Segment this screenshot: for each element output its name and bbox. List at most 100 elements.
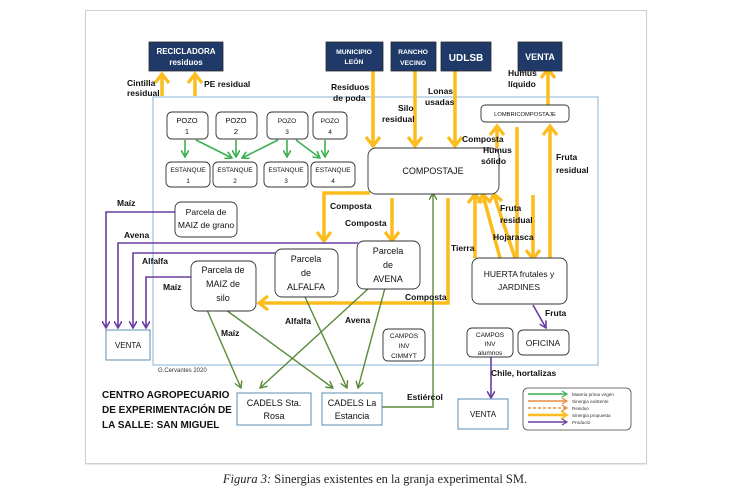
pozo-boxes xyxy=(166,111,348,140)
alfalfa-node: Parcela de ALFALFA xyxy=(274,248,339,298)
label-composta-3: Composta xyxy=(405,292,447,302)
cimmyt-line3: CIMMYT xyxy=(391,353,417,360)
label-estiercol: Estiércol xyxy=(407,392,443,402)
maiz-grano-line2: MAIZ de grano xyxy=(178,220,234,230)
recicladora-line2: residuos xyxy=(169,58,203,67)
credit-label: G.Cervantes 2020 xyxy=(158,368,207,374)
label-alfalfa-3: Alfalfa xyxy=(285,316,311,326)
label-avena-out: Avena xyxy=(124,230,149,240)
avena-line3: AVENA xyxy=(373,274,403,284)
label-humus-solido-1: Humus xyxy=(483,145,512,155)
arrowhead xyxy=(315,231,333,244)
label-fruta-r-1: Fruta xyxy=(556,152,578,162)
municipio-line2: LEÓN xyxy=(345,57,364,66)
crop-flows xyxy=(206,193,433,408)
estanque-3 xyxy=(263,161,309,188)
cadels-estancia-node: CADELS La Estancia xyxy=(321,392,383,426)
venta-left-label: VENTA xyxy=(115,341,142,350)
farm-boundary xyxy=(152,96,599,366)
pozo-labels: POZO 1 POZO 2 POZO 3 POZO 4 xyxy=(176,116,339,136)
alumnos-line1: CAMPOS xyxy=(476,332,505,339)
alfalfa-line2: de xyxy=(301,268,311,278)
label-fruta-m-2: residual xyxy=(500,215,533,225)
label-humus-liquido-1: Humus xyxy=(508,68,537,78)
label-avena-3: Avena xyxy=(345,315,370,325)
maiz-silo-line3: silo xyxy=(216,293,230,303)
recicladora-line1: RECICLADORA xyxy=(156,47,215,56)
title-line1: CENTRO AGROPECUARIO xyxy=(102,390,230,401)
pozo-2 xyxy=(215,111,258,140)
flow-labels: Cintilla residual PE residual Residuos d… xyxy=(117,68,589,402)
estanque-labels: ESTANQUE 1 ESTANQUE 2 ESTANQUE 3 ESTANQU… xyxy=(170,167,351,185)
pozo-1-line1: POZO xyxy=(176,116,197,125)
udlsb-box: UDLSB xyxy=(440,41,492,72)
legend: Materia prima virgen Sinergia existente … xyxy=(522,387,632,431)
legend-label-green: Materia prima virgen xyxy=(572,392,614,397)
flow-fruta-residual-mid xyxy=(492,194,517,259)
flow-fruta-oficina xyxy=(532,304,546,328)
lombricompostaje-node: LOMBRICOMPOSTAJE xyxy=(480,104,570,123)
venta-bottom-node: VENTA xyxy=(457,398,509,430)
maiz-silo-line2: MAIZ de xyxy=(206,279,240,289)
flow-agua-1-2 xyxy=(195,139,232,158)
arrowhead xyxy=(487,191,504,204)
label-maiz-2: Maíz xyxy=(163,282,181,292)
maiz-silo-line1: Parcela de xyxy=(201,265,244,275)
flow-avena-estancia xyxy=(358,287,386,388)
flow-composta-silo xyxy=(260,198,450,305)
recicladora-box: RECICLADORA residuos xyxy=(148,41,224,72)
cadels-rosa-line2: Rosa xyxy=(263,411,284,421)
cadels-rosa-line1: CADELS Sta. xyxy=(247,398,302,408)
label-lonas-2: usadas xyxy=(425,97,455,107)
udlsb-label: UDLSB xyxy=(449,53,483,64)
huerta-line2: JARDINES xyxy=(498,282,540,292)
cadels-rosa-node: CADELS Sta. Rosa xyxy=(236,392,312,426)
estanque-boxes xyxy=(165,161,356,188)
flow-composta-alfalfa xyxy=(322,191,370,240)
label-fruta-r-2: residual xyxy=(556,165,589,175)
lombricompostaje-label: LOMBRICOMPOSTAJE xyxy=(494,112,556,118)
proposed-synergy-flows xyxy=(160,70,552,305)
pozo-2-line2: 2 xyxy=(234,127,238,136)
cimmyt-line1: CAMPOS xyxy=(390,333,419,340)
arrowhead xyxy=(541,123,559,136)
alumnos-line2: INV xyxy=(485,341,497,348)
venta-bottom-label: VENTA xyxy=(470,410,497,419)
arrowhead xyxy=(446,136,464,149)
label-maiz-3: Maíz xyxy=(221,328,239,338)
flow-agua-3-4 xyxy=(295,139,320,158)
label-lonas-1: Lonas xyxy=(428,86,453,96)
pozo-4-line1: POZO xyxy=(321,118,339,125)
label-humus-solido-2: sólido xyxy=(481,156,506,166)
figure-caption: Figura 3: Sinergias existentes en la gra… xyxy=(0,472,750,487)
arrowhead xyxy=(153,71,171,84)
arrowhead xyxy=(406,136,424,149)
pozo-2-line1: POZO xyxy=(225,116,246,125)
cadels-estancia-line1: CADELS La xyxy=(328,398,377,408)
venta-top-label: VENTA xyxy=(525,52,555,62)
cimmyt-line2: INV xyxy=(399,343,411,350)
alfalfa-line1: Parcela xyxy=(291,254,322,264)
estanque-2-line2: 2 xyxy=(233,178,237,185)
estanque-3-line1: ESTANQUE xyxy=(268,167,304,174)
oficina-label: OFICINA xyxy=(526,338,561,348)
label-silo-1: Silo xyxy=(398,103,414,113)
estanque-4 xyxy=(310,161,356,188)
pozo-4 xyxy=(312,111,348,140)
maiz-silo-node: Parcela de MAIZ de silo xyxy=(190,260,257,312)
farm-title: CENTRO AGROPECUARIO DE EXPERIMENTACIÓN D… xyxy=(102,390,232,431)
arrowhead xyxy=(364,136,382,149)
campos-alumnos-node: CAMPOS INV alumnos xyxy=(466,327,514,358)
venta-top-box: VENTA xyxy=(517,41,563,72)
label-cintilla-1: Cintilla xyxy=(127,78,156,88)
pozo-3 xyxy=(266,111,309,140)
alfalfa-line3: ALFALFA xyxy=(287,282,325,292)
estanque-1 xyxy=(165,161,211,188)
oficina-node: OFICINA xyxy=(517,329,570,356)
yellow-arrowheads xyxy=(153,66,559,312)
municipio-box: MUNICIPIO LEÓN xyxy=(325,41,384,72)
caption-text: Sinergias existentes en la granja experi… xyxy=(271,472,528,486)
huerta-node: HUERTA frutales y JARDINES xyxy=(471,257,568,305)
pozo-3-line1: POZO xyxy=(278,118,296,125)
